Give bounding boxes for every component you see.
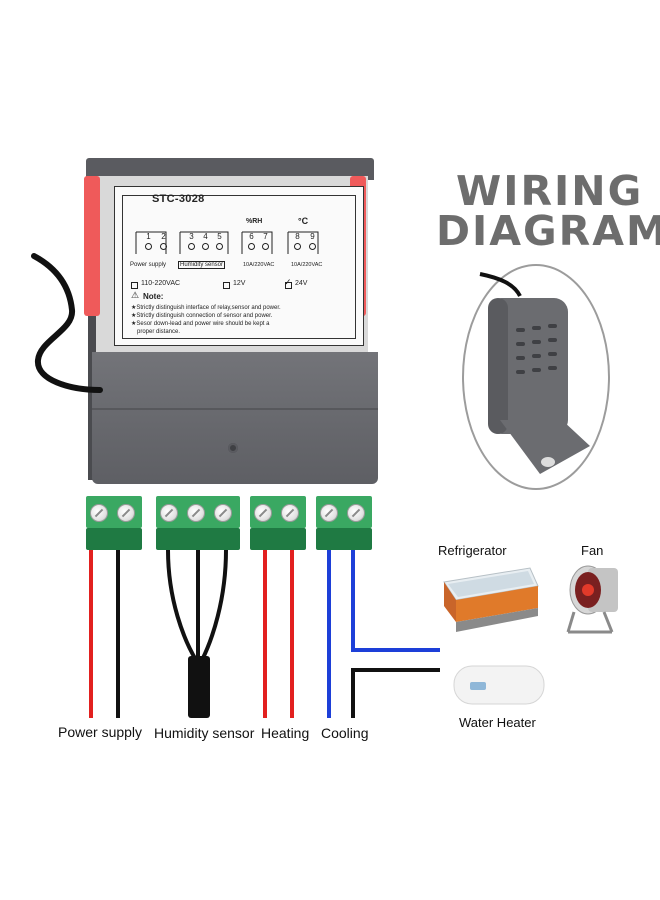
terminal-screw-icon (160, 504, 178, 522)
terminal-screw-icon (216, 243, 223, 250)
note-item: ★Strictly distinguish interface of relay… (131, 305, 281, 311)
checkbox-24v (285, 282, 292, 289)
terminal-screw-icon (214, 504, 232, 522)
fan-icon (566, 565, 618, 634)
label-fan: Fan (581, 543, 604, 558)
terminal-screw-icon (262, 243, 269, 250)
humidity-probe-icon (479, 272, 590, 474)
water-heater-icon (453, 665, 545, 705)
option-24v: 24V (295, 280, 308, 287)
terminal-screw-icon (294, 243, 301, 250)
caption-power-supply: Power supply (58, 724, 143, 740)
option-12v: 12V (233, 280, 246, 287)
terminal-block-power-base (86, 528, 142, 550)
option-110-220vac: 110-220VAC (141, 280, 181, 287)
terminal-row: 1 2 3 4 5 6 7 8 9 (140, 232, 330, 262)
terminal-number: 9 (310, 232, 315, 241)
label-humidity-sensor: Humidity sensor (178, 261, 226, 269)
controller-seam (92, 408, 378, 410)
terminal-block-cooling-base (316, 528, 372, 550)
caption-humidity-sensor: Humidity sensor (154, 725, 255, 741)
label-water-heater: Water Heater (459, 715, 536, 730)
star-bullet-icon: ★ (131, 313, 137, 319)
notes-list: ★Strictly distinguish interface of relay… (131, 304, 361, 336)
terminal-screw-icon (202, 243, 209, 250)
humidity-sensor-cable (166, 550, 228, 718)
wire-cooling-blue-2 (351, 550, 440, 718)
terminal-screw-icon (90, 504, 108, 522)
note-item: proper distance. (137, 329, 181, 335)
terminal-number: 7 (263, 232, 268, 241)
refrigerator-icon (443, 567, 539, 632)
terminal-number: 2 (161, 232, 166, 241)
controller-body (92, 352, 378, 484)
terminal-screw-icon (320, 504, 338, 522)
wire-power-red (89, 550, 93, 718)
label-relay-rating-1: 10A/220VAC (243, 262, 275, 268)
checkbox-110-220vac (131, 282, 138, 289)
label-refrigerator: Refrigerator (438, 543, 507, 558)
note-item: ★Sesor down-lead and power wire should b… (131, 321, 270, 327)
terminal-screw-icon (188, 243, 195, 250)
wire-cooling-blue-1 (327, 550, 331, 718)
rh-heading: %RH (246, 218, 263, 225)
wire-heating-red-2 (290, 550, 294, 718)
terminal-screw-icon (347, 504, 365, 522)
terminal-number: 4 (203, 232, 208, 241)
terminal-screw-icon (309, 243, 316, 250)
mounting-clip-left (84, 176, 100, 316)
wire-power-black (116, 550, 120, 718)
title-line-2: DIAGRAM (436, 207, 660, 255)
terminal-screw-icon (145, 243, 152, 250)
spec-label (114, 186, 364, 346)
star-bullet-icon: ★ (131, 321, 137, 327)
controller-side (88, 190, 98, 480)
terminal-number: 8 (295, 232, 300, 241)
caption-cooling: Cooling (321, 725, 369, 741)
terminal-number: 1 (146, 232, 151, 241)
controller-cable (31, 253, 103, 393)
warning-icon: ⚠ (131, 290, 140, 300)
terminal-screw-icon (248, 243, 255, 250)
terminal-number: 5 (217, 232, 222, 241)
probe-frame (462, 264, 610, 490)
terminal-screw-icon (187, 504, 205, 522)
checkmark-icon: ✓ (284, 277, 292, 287)
terminal-number: 6 (249, 232, 254, 241)
screw-hole (228, 443, 238, 453)
terminal-number: 3 (189, 232, 194, 241)
caption-heating: Heating (261, 725, 310, 741)
terminal-block-heating-base (250, 528, 306, 550)
checkbox-12v (223, 282, 230, 289)
terminal-screw-icon (254, 504, 272, 522)
note-item: ★Strictly distinguish connection of sens… (131, 313, 273, 319)
label-power-supply: Power supply (130, 262, 167, 268)
terminal-frame-lines (135, 231, 319, 254)
terminal-screw-icon (281, 504, 299, 522)
star-bullet-icon: ★ (131, 305, 137, 311)
terminal-screw-icon (117, 504, 135, 522)
temp-heading: °C (298, 216, 309, 226)
controller-top-bezel (86, 158, 374, 180)
terminal-block-sensor-base (156, 528, 240, 550)
wire-heating-red-1 (263, 550, 267, 718)
note-heading: Note: (143, 292, 164, 301)
title-line-1: WIRING (456, 167, 644, 215)
model-number: STC-3028 (152, 193, 205, 205)
label-relay-rating-2: 10A/220VAC (291, 262, 323, 268)
